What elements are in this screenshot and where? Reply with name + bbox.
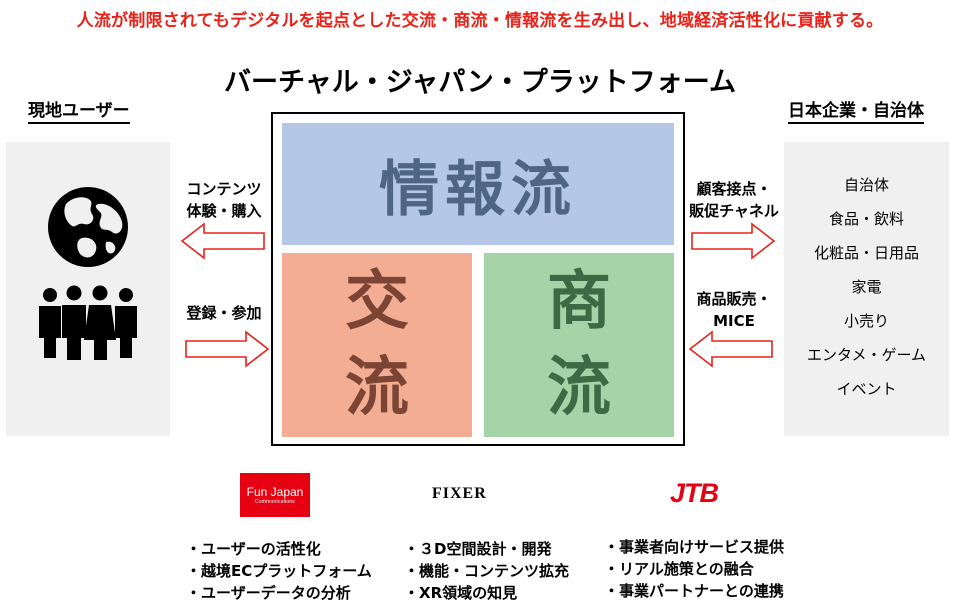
arrow-left-in <box>688 330 773 368</box>
commerce-char-1: 商 <box>547 265 611 339</box>
content-experience-label: コンテンツ 体験・購入 <box>186 180 262 220</box>
people-icon <box>39 285 137 360</box>
register-participate-label: 登録・参加 <box>186 304 262 322</box>
local-users-panel <box>6 142 170 436</box>
fixer-roles: ・３D空間設計・開発 ・機能・コンテンツ拡充 ・XR領域の知見 <box>404 538 569 604</box>
entity-item: 自治体 <box>843 176 889 194</box>
role-item: ・XR領域の知見 <box>404 584 518 602</box>
entity-list: 自治体 食品・飲料 化粧品・日用品 家電 小売り エンタメ・ゲーム イベント <box>784 142 949 406</box>
globe-people-icon <box>39 187 137 360</box>
fun-japan-roles: ・ユーザーの活性化 ・越境ECプラットフォーム ・ユーザーデータの分析 <box>186 538 372 604</box>
info-flow-box: 情報流 <box>282 123 674 245</box>
platform-title: バーチャル・ジャパン・プラットフォーム <box>224 67 736 98</box>
arrow-left-out <box>180 222 265 260</box>
entity-item: 食品・飲料 <box>828 210 904 228</box>
companies-panel: 自治体 食品・飲料 化粧品・日用品 家電 小売り エンタメ・ゲーム イベント <box>784 142 949 436</box>
arrow-right-out <box>691 222 776 260</box>
entity-item: 小売り <box>843 312 889 330</box>
role-item: ・リアル施策との融合 <box>604 560 754 578</box>
fun-japan-logo: Fun Japan Communications <box>240 473 310 517</box>
jtb-roles: ・事業者向けサービス提供 ・リアル施策との融合 ・事業パートナーとの連携 <box>604 536 784 602</box>
entity-item: 家電 <box>851 278 882 296</box>
jtb-logo: JTB <box>670 478 719 508</box>
local-users-title: 現地ユーザー <box>28 96 130 124</box>
entity-item: エンタメ・ゲーム <box>806 346 927 364</box>
globe-icon <box>48 187 128 267</box>
exchange-flow-box: 交 流 <box>282 253 472 437</box>
entity-item: 化粧品・日用品 <box>813 244 919 262</box>
role-item: ・事業者向けサービス提供 <box>604 538 785 556</box>
entity-item: イベント <box>836 380 897 398</box>
commerce-flow-box: 商 流 <box>484 253 674 437</box>
arrow-right-in <box>185 330 270 368</box>
exchange-char-2: 流 <box>345 351 409 425</box>
fixer-logo: FIXER <box>432 485 487 502</box>
role-item: ・ユーザーの活性化 <box>186 540 321 558</box>
headline: 人流が制限されてもデジタルを起点とした交流・商流・情報流を生み出し、地域経済活性… <box>76 11 884 31</box>
role-item: ・越境ECプラットフォーム <box>186 562 372 580</box>
exchange-char-1: 交 <box>345 265 409 339</box>
info-flow-label: 情報流 <box>379 154 577 225</box>
role-item: ・事業パートナーとの連携 <box>604 582 784 600</box>
product-sales-label: 商品販売・ MICE <box>696 290 772 330</box>
role-item: ・ユーザーデータの分析 <box>186 584 351 602</box>
role-item: ・機能・コンテンツ拡充 <box>404 562 570 580</box>
role-item: ・３D空間設計・開発 <box>404 540 552 558</box>
companies-title: 日本企業・自治体 <box>788 96 924 124</box>
platform-frame: 情報流 交 流 商 流 <box>271 112 685 446</box>
customer-touchpoint-label: 顧客接点・ 販促チャネル <box>689 180 779 220</box>
commerce-char-2: 流 <box>547 351 611 425</box>
